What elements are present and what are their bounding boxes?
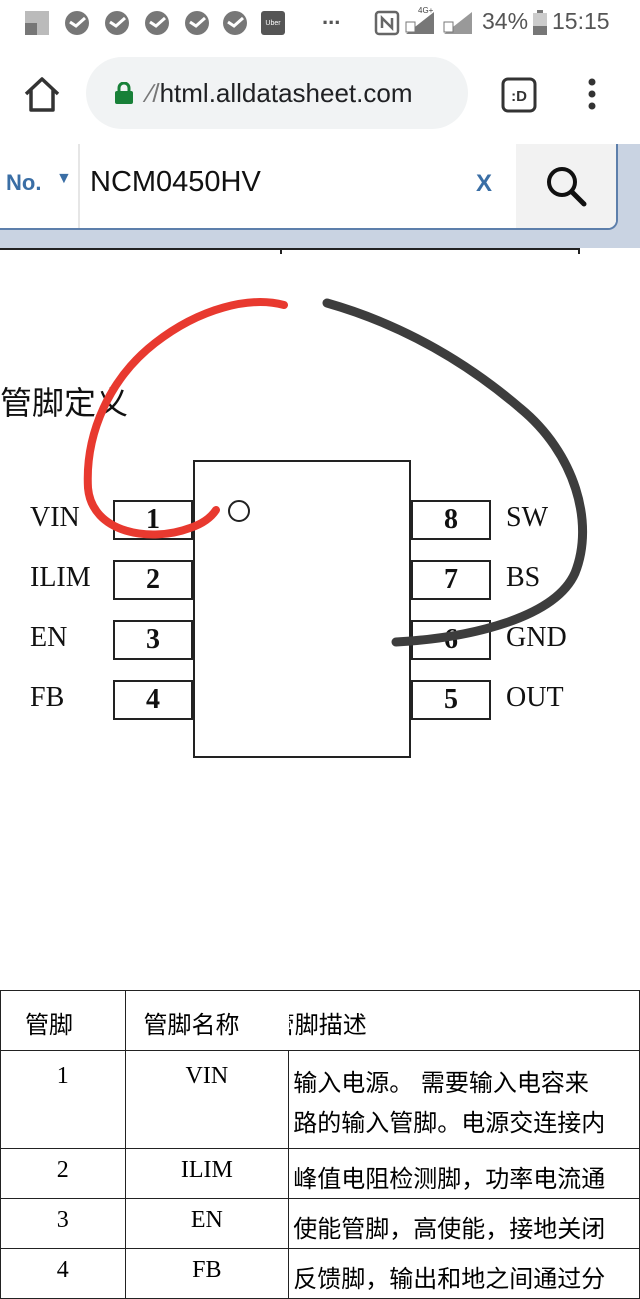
table-header-row: 管脚 管脚名称 管脚描述 [0,990,640,1051]
cell-desc: 使能管脚，高使能，接地关闭 [288,1198,640,1249]
table-border-fragment [0,248,580,254]
cell-pin: 3 [0,1198,126,1249]
battery-percent: 34% [482,8,529,34]
cell-desc: 输入电源。 需要输入电容来路的输入管脚。电源交连接内 [288,1050,640,1149]
pin-number-box: 2 [113,560,193,600]
gallery-icon [25,11,49,35]
svg-text:Uber: Uber [265,20,281,27]
status-bar: Uber ... 4G+ 34% 15:15 [0,0,640,44]
pin-name-label: SW [506,502,548,533]
datasheet-content: 管脚定义 1 2 3 4 VIN ILIM EN FB 8 7 6 5 SW B… [0,248,640,1299]
battery-icon [533,10,547,35]
network-type: 4G+ [418,6,434,15]
cell-name: EN [124,1198,290,1249]
pin-number-box: 5 [411,680,491,720]
header-pin-name: 管脚名称 [124,990,289,1051]
pin-name-label: BS [506,562,541,593]
pin-name-label: OUT [506,682,564,713]
clear-button[interactable]: X [476,170,493,197]
cell-desc: 反馈脚，输出和地之间通过分 [288,1248,640,1299]
sber-icon [185,11,209,35]
sber-icon [223,11,247,35]
sber-icon [105,11,129,35]
search-icon [547,167,587,207]
cell-pin: 1 [0,1050,126,1149]
pin-name-label: GND [506,622,567,653]
tab-switcher-icon[interactable]: :D [500,76,538,114]
part-number-input[interactable] [90,166,450,199]
svg-text::D: :D [511,88,527,105]
table-row: 2 ILIM 峰值电阻检测脚，功率电流通 [0,1148,640,1199]
pin-name-label: VIN [30,502,80,533]
datasheet-search-area: No. ▼ X [0,144,640,248]
pin-description-table: 管脚 管脚名称 管脚描述 1 VIN 输入电源。 需要输入电容来路的输入管脚。电… [0,990,640,1299]
section-heading: 管脚定义 [0,384,129,422]
pin-number-box: 8 [411,500,491,540]
address-bar[interactable]: ∕/html.alldatasheet.com [86,57,468,129]
pin-name-label: ILIM [30,562,91,593]
sber-icon [145,11,169,35]
pin-number-box: 6 [411,620,491,660]
search-button[interactable] [516,144,616,228]
cell-pin: 4 [0,1248,126,1299]
browser-toolbar: ∕/html.alldatasheet.com :D [0,44,640,144]
table-row: 1 VIN 输入电源。 需要输入电容来路的输入管脚。电源交连接内 [0,1050,640,1149]
url-text: ∕/html.alldatasheet.com [148,78,413,108]
overflow-menu-icon[interactable] [580,74,604,114]
home-icon[interactable] [20,72,64,116]
header-pin: 管脚 [0,990,126,1051]
sber-icon [65,11,89,35]
dropdown-arrow-icon[interactable]: ▼ [56,170,72,187]
nfc-icon [374,10,400,36]
chip-body [193,460,411,758]
clock: 15:15 [552,8,610,34]
more-notifications: ... [322,4,341,29]
cell-desc: 峰值电阻检测脚，功率电流通 [288,1148,640,1199]
pin-name-label: FB [30,682,65,713]
uber-icon: Uber [261,11,285,35]
signal-icon [443,12,472,34]
pin1-marker [228,500,250,522]
table-row: 3 EN 使能管脚，高使能，接地关闭 [0,1198,640,1249]
pin-name-label: EN [30,622,68,653]
pin-number-box: 7 [411,560,491,600]
header-pin-desc: 管脚描述 [288,990,640,1051]
datasheet-search-box: No. ▼ X [0,144,618,230]
cell-name: VIN [124,1050,290,1149]
pin-number-box: 4 [113,680,193,720]
pin-number-box: 1 [113,500,193,540]
signal-4g-icon [405,12,434,34]
cell-pin: 2 [0,1148,126,1199]
table-row: 4 FB 反馈脚，输出和地之间通过分 [0,1248,640,1299]
search-type-label[interactable]: No. [6,170,42,195]
pin-number-box: 3 [113,620,193,660]
cell-name: ILIM [124,1148,290,1199]
cell-name: FB [124,1248,290,1299]
divider [78,144,80,228]
lock-icon [115,82,133,104]
